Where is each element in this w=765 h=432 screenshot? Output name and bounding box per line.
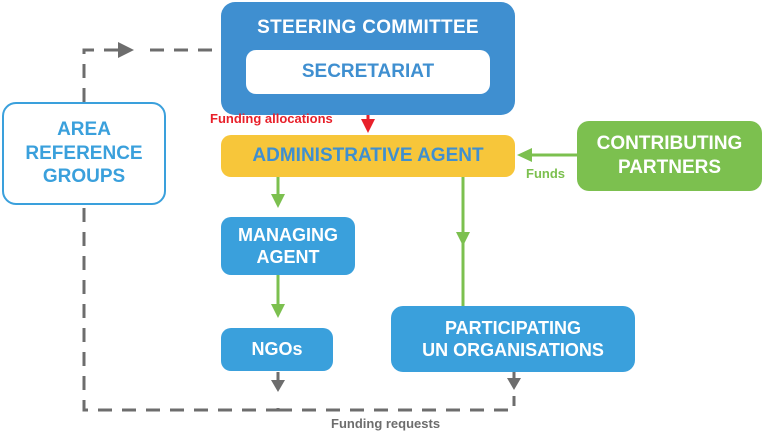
managing-agent-label: MANAGING AGENT [238, 224, 338, 268]
ngos-request-arrowhead [271, 380, 285, 392]
managing-to-ngos-arrowhead [271, 304, 285, 318]
funds-label: Funds [526, 166, 565, 181]
ngos-label: NGOs [251, 339, 303, 360]
participating-un-organisations-label: PARTICIPATING UN ORGANISATIONS [422, 317, 604, 361]
contributing-partners-label: CONTRIBUTING PARTNERS [596, 133, 743, 178]
un-request-arrowhead [507, 378, 521, 390]
funding-allocations-arrowhead [361, 119, 375, 133]
admin-to-un-arrowhead [456, 232, 470, 246]
secretariat-node: SECRETARIAT [246, 50, 490, 94]
contributing-partners-node: CONTRIBUTING PARTNERS [577, 121, 762, 191]
funds-arrowhead [517, 148, 532, 162]
funding-requests-loop-right [278, 396, 516, 412]
administrative-agent-node: ADMINISTRATIVE AGENT [221, 135, 515, 177]
funding-requests-label: Funding requests [331, 416, 441, 431]
admin-to-managing-arrowhead [271, 194, 285, 208]
area-reference-groups-label: AREA REFERENCE GROUPS [25, 118, 143, 188]
participating-un-organisations-node: PARTICIPATING UN ORGANISATIONS [391, 306, 635, 372]
ngos-node: NGOs [221, 328, 333, 371]
steering-committee-label: STEERING COMMITTEE [257, 17, 479, 38]
administrative-agent-label: ADMINISTRATIVE AGENT [252, 145, 484, 167]
managing-agent-node: MANAGING AGENT [221, 217, 355, 275]
funding-allocations-label: Funding allocations [210, 111, 333, 126]
arrowhead-to-steering [118, 42, 134, 58]
area-reference-groups-node: AREA REFERENCE GROUPS [2, 102, 166, 205]
secretariat-label: SECRETARIAT [301, 61, 435, 83]
